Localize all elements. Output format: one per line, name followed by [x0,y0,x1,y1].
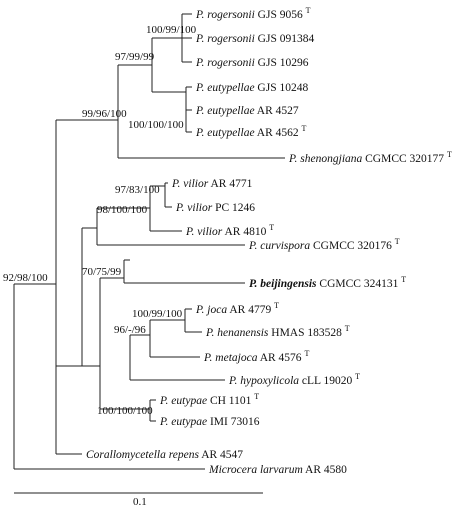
support-root: 92/98/100 [3,272,48,284]
taxon-label: P. eutypae IMI 73016 [159,416,260,428]
branch-rog-eut-shen [117,64,285,159]
support-rog-eut-shen: 99/96/100 [82,108,127,120]
taxon-label: P. curvispora CGMCC 320176 T [248,237,400,252]
taxon-label: P. rogersonii GJS 091384 [195,33,314,45]
taxon-labels: P. rogersonii GJS 9056 T P. rogersonii G… [86,6,452,476]
support-joca-hen: 100/99/100 [132,308,183,320]
branch-rog-eut [151,37,186,93]
support-eutypellae: 100/100/100 [128,119,184,131]
support-joca-group: 96/-/96 [114,324,146,336]
branch-vilior-group [81,227,100,367]
support-rog-eut: 97/99/99 [115,51,155,63]
taxon-label: P. eutypae CH 1101 T [159,392,259,407]
taxon-label: Microcera larvarum AR 4580 [208,464,347,476]
support-rogersonii: 100/99/100 [146,24,197,36]
taxon-label: P. joca AR 4779 T [195,301,279,316]
branch-lower [99,277,150,410]
taxon-label: P. shenongjiana CGMCC 320177 T [288,150,452,165]
taxon-label: P. rogersonii GJS 10296 [195,57,309,69]
branch-joca-group [149,319,200,358]
branch-beijingensis-stem [123,259,245,284]
branch-rogersonii [181,13,192,63]
taxon-label: P. eutypellae GJS 10248 [195,82,308,94]
taxon-label: P. eutypellae AR 4527 [195,105,299,117]
support-vilior: 98/100/100 [97,204,148,216]
support-vilior-inner: 97/83/100 [115,184,160,196]
branch-vilior-curv [96,207,245,246]
taxon-label: Corallomycetella repens AR 4547 [86,449,243,461]
taxon-label: P. eutypellae AR 4562 T [195,124,307,139]
scale-bar: 0.1 [14,492,263,508]
tree-branches [13,13,285,470]
taxon-label: P. rogersonii GJS 9056 T [195,6,311,21]
taxon-label: P. vilior AR 4771 [171,178,253,190]
support-eutypae: 100/100/100 [97,405,153,417]
taxon-label: P. henanensis HMAS 183528 T [205,324,350,339]
scale-bar-label: 0.1 [133,496,147,508]
branch-eutypellae [185,86,192,133]
branch-ingroup [55,119,118,367]
taxon-label: P. vilior AR 4810 T [185,223,274,238]
branch-joca-hypo [129,334,225,381]
branch-root [13,283,205,470]
branch-vilior-inner [164,182,172,208]
taxon-label: P. hypoxylicola cLL 19020 T [228,372,360,387]
branch-joca-hen [184,308,202,333]
taxon-label: P. metajoca AR 4576 T [203,349,309,364]
taxon-label: P. beijingensis CGMCC 324131 T [249,275,406,290]
branch-corallomycetella [55,366,82,455]
branch-eutypae [149,399,156,422]
support-values: 100/99/100 97/99/99 99/96/100 100/100/10… [3,24,197,417]
taxon-label: P. vilior PC 1246 [175,202,255,214]
branch-vilior [149,185,182,232]
support-vilior-curv-beij: 70/75/99 [82,266,122,278]
